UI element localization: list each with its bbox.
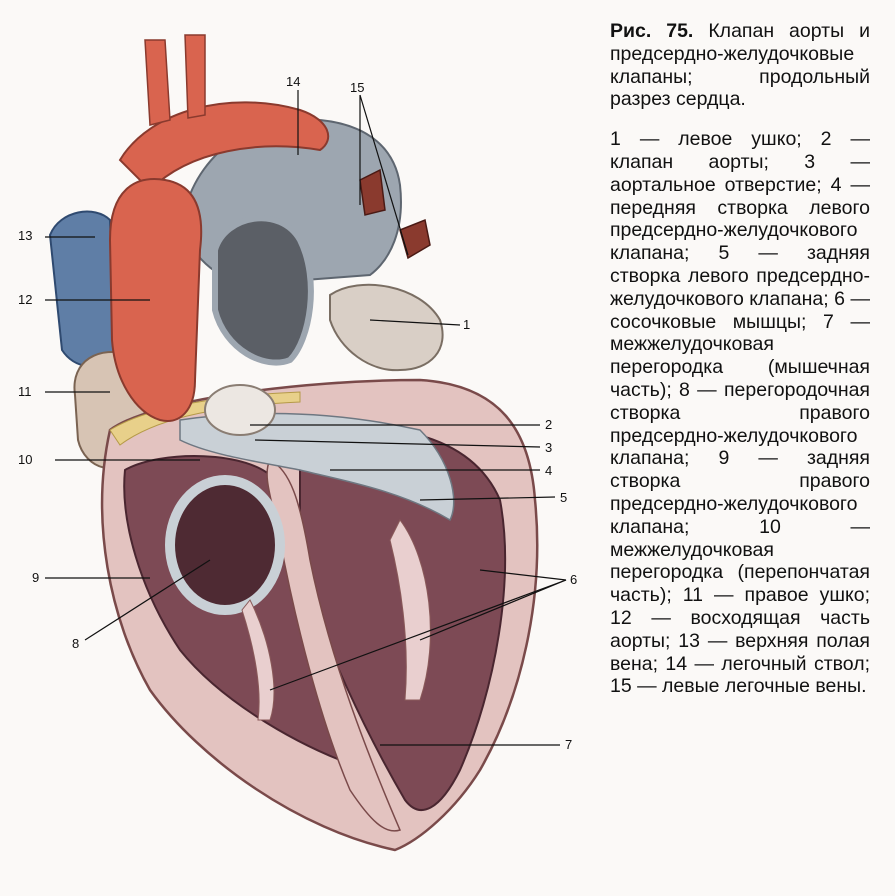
pulmonary-vein-upper (359, 168, 386, 216)
callout-1: 1 (463, 317, 471, 332)
papillary-muscle-right (241, 599, 275, 721)
left-ventricle-cavity (299, 425, 507, 811)
heart-illustration: 13 12 11 10 9 8 14 15 1 2 3 4 5 6 7 (18, 34, 578, 852)
figure-legend: 1 — левое ушко; 2 — клапан аорты; 3 — ао… (610, 128, 870, 698)
callout-8: 8 (72, 636, 80, 651)
caption-title-block: Рис. 75. Клапан аорты и предсердно-желуд… (610, 20, 870, 111)
right-av-opening (165, 475, 285, 615)
heart-drawing (45, 34, 567, 852)
callout-10: 10 (18, 452, 33, 467)
figure-title: Клапан аорты и предсердно-желудочковые к… (610, 20, 870, 111)
pulmonary-vein-lower (399, 218, 431, 260)
leader-lines (45, 90, 567, 746)
callout-12: 12 (18, 292, 33, 307)
callout-2: 2 (545, 417, 553, 432)
callout-5: 5 (560, 490, 568, 505)
callout-3: 3 (545, 440, 553, 455)
left-auricle (329, 283, 444, 372)
callout-6: 6 (570, 572, 578, 587)
callout-13: 13 (18, 228, 33, 243)
callout-7: 7 (565, 737, 573, 752)
figure-caption: Рис. 75. Клапан аорты и предсердно-желуд… (610, 20, 870, 698)
callout-11: 11 (18, 384, 32, 399)
callout-15: 15 (350, 80, 365, 95)
pulmonary-trunk-top (118, 101, 330, 192)
valve-leaflets (179, 412, 455, 522)
aortic-arch-branches (144, 34, 206, 126)
figure-label: Рис. 75. (610, 20, 694, 42)
ascending-aorta (108, 178, 203, 422)
aortic-opening (204, 384, 276, 436)
callout-4: 4 (545, 463, 553, 478)
callout-14: 14 (286, 74, 301, 89)
callout-9: 9 (32, 570, 40, 585)
left-atrium-opening (212, 215, 314, 366)
superior-vena-cava (48, 210, 117, 368)
papillary-muscle-left (389, 519, 431, 701)
